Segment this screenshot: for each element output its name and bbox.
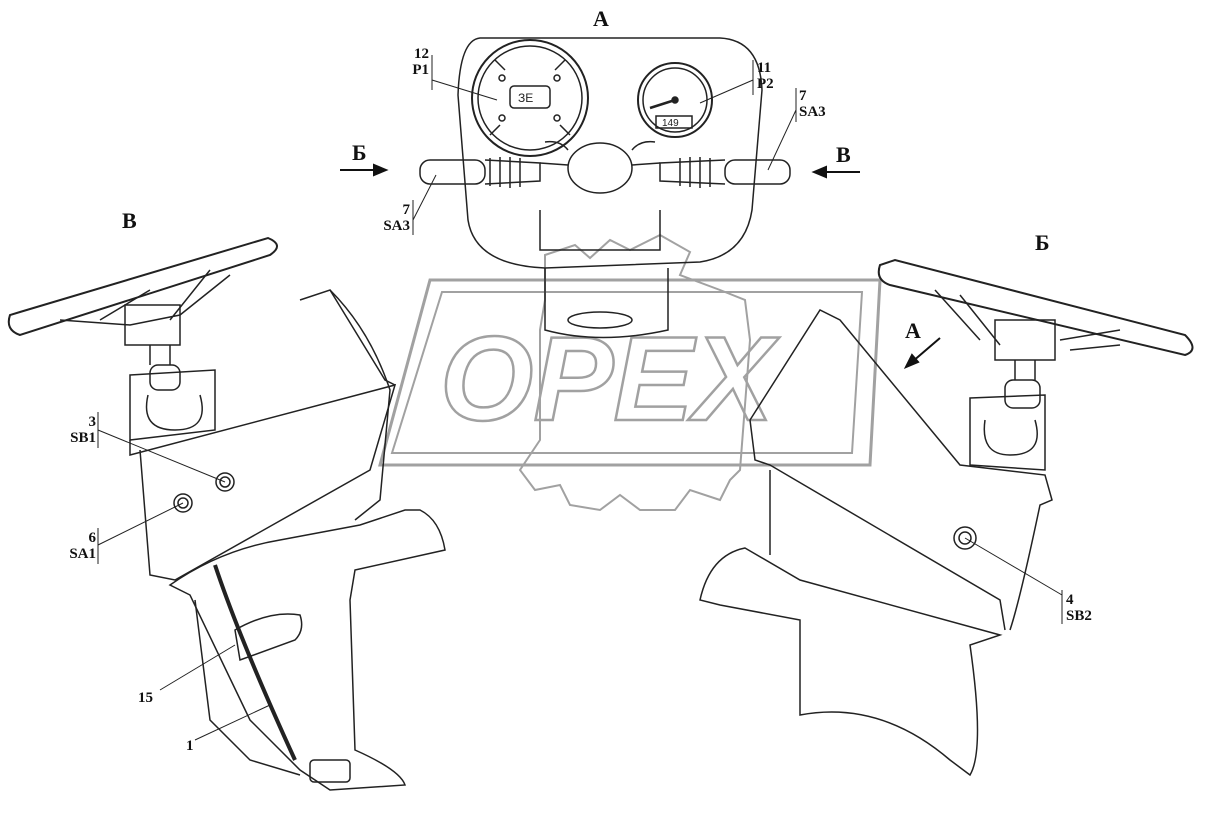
view-label-a-arrow: А [905, 318, 921, 343]
callout-p2-code: P2 [757, 76, 774, 92]
view-label-b-right: Б [1035, 230, 1050, 255]
callout-sa3-right: 7 SA3 [799, 88, 826, 120]
callout-sa3-left-code: SA3 [383, 218, 410, 234]
watermark-logo: OPEX [378, 233, 882, 512]
right-steering-assembly [699, 258, 1194, 777]
speedometer-gauge: 149 [637, 62, 713, 138]
callout-sa3-right-num: 7 [799, 88, 807, 104]
callout-sa3-left: 7 SA3 [374, 202, 410, 234]
callout-p1-num: 12 [414, 46, 429, 62]
svg-text:ЗЕ: ЗЕ [518, 91, 533, 105]
tachometer-gauge: ЗЕ [471, 39, 589, 157]
watermark-text: OPEX [440, 312, 780, 446]
leader-lines [97, 55, 1063, 741]
view-label-v-arrow: В [836, 142, 851, 167]
callout-sa3-right-code: SA3 [799, 104, 826, 120]
view-arrows [340, 163, 941, 369]
callout-sa3-left-num: 7 [402, 202, 411, 218]
callout-sa1: 6 SA1 [60, 530, 96, 562]
callout-sb1: 3 SB1 [60, 414, 96, 446]
odometer-readout: 149 [662, 118, 679, 129]
callout-p1-code: P1 [412, 62, 429, 78]
callout-p2-num: 11 [757, 60, 772, 76]
callout-p2: 11 P2 [757, 60, 774, 92]
left-steering-assembly [7, 236, 446, 791]
callout-sa1-num: 6 [88, 530, 97, 546]
view-label-v-left: В [122, 208, 137, 233]
callout-sb2-code: SB2 [1066, 608, 1092, 624]
callout-item-15: 15 [138, 690, 153, 706]
view-label-b-arrow: Б [352, 140, 367, 165]
right-lever [659, 157, 791, 188]
callout-sb1-num: 3 [88, 414, 97, 430]
callout-sb2-num: 4 [1066, 592, 1074, 608]
callout-item-1: 1 [186, 738, 194, 754]
view-label-a-top: А [593, 6, 609, 31]
callout-sb2: 4 SB2 [1066, 592, 1092, 624]
left-lever [419, 157, 541, 188]
callout-sb1-code: SB1 [70, 430, 96, 446]
callout-p1: 12 P1 [405, 46, 429, 78]
callout-sa1-code: SA1 [69, 546, 96, 562]
instrument-panel: ЗЕ 149 [419, 37, 791, 339]
